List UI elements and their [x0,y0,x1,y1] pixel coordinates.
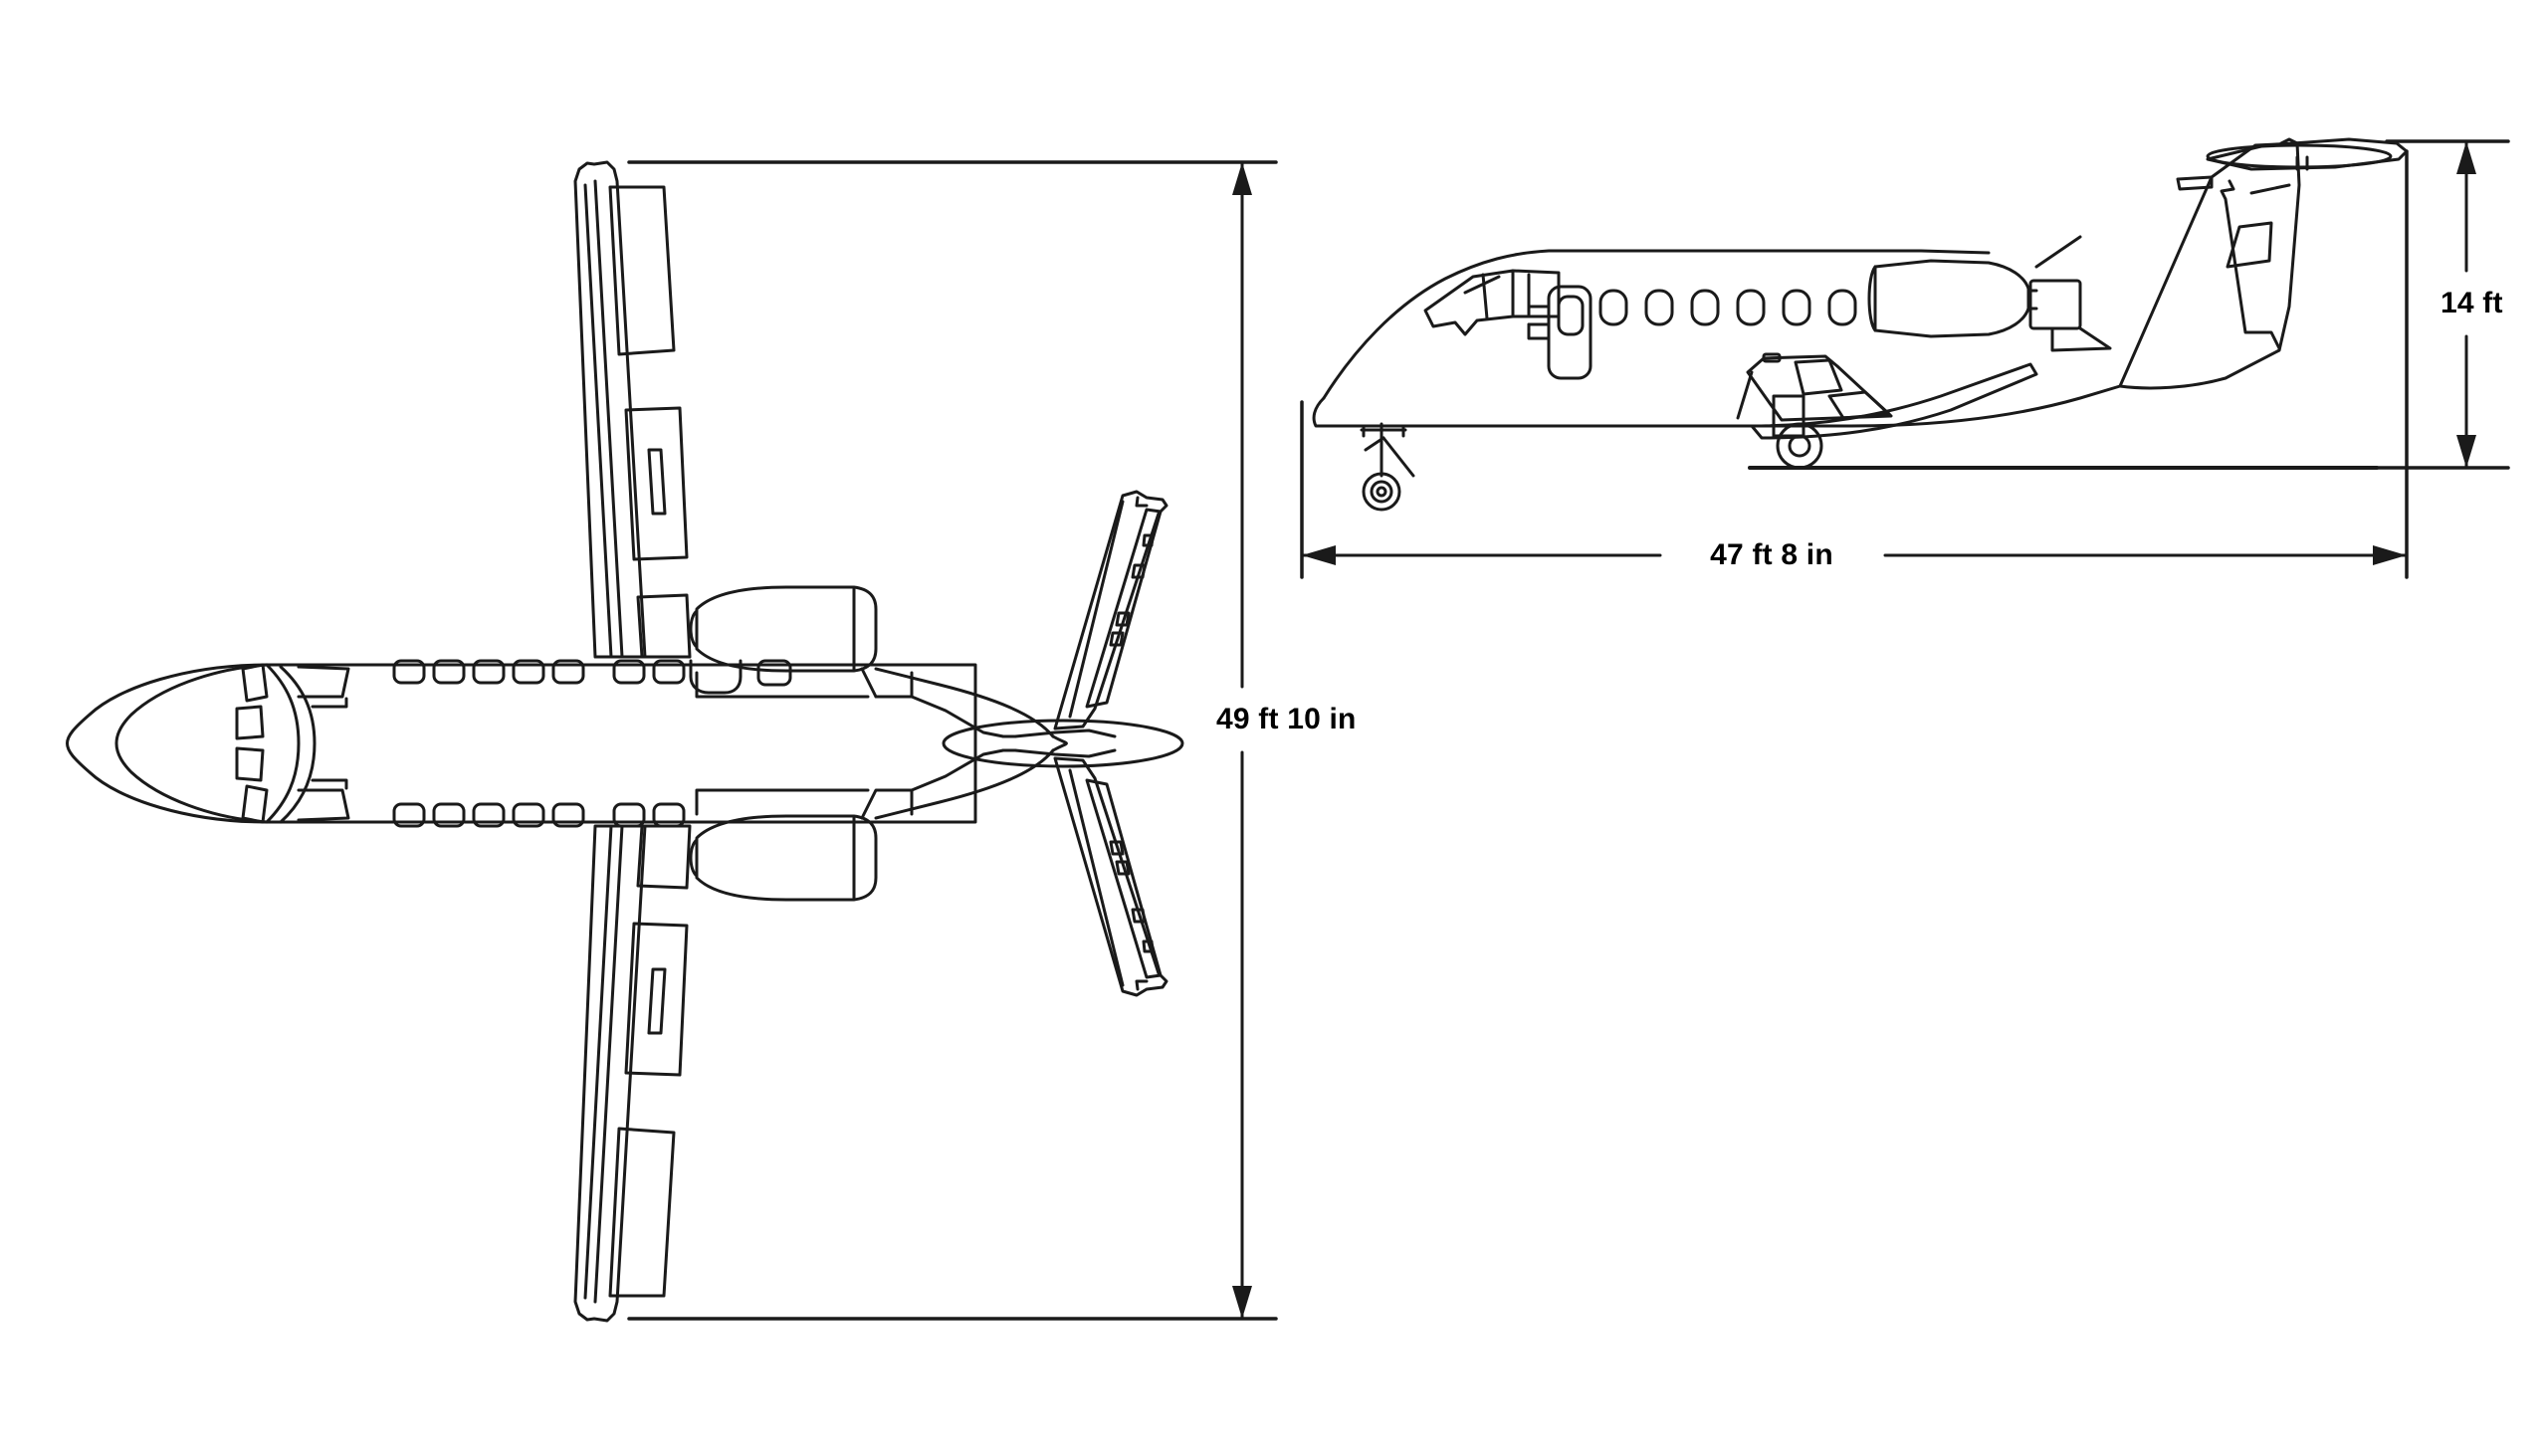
spoiler-panel-forward [1794,358,1843,396]
right-wing-fence [647,967,667,1035]
left-wing-fence [647,448,667,516]
side-view-cabin-windows [1598,289,1857,326]
rudder-panel [2226,221,2273,269]
top-view-engine-pylons [910,695,1005,792]
door-window [1557,295,1585,336]
top-view-cockpit-windscreen [235,663,350,824]
top-view-horizontal-stabilizer-upper [1053,490,1168,730]
top-view-left-wing [573,160,692,659]
side-view-main-landing-gear [1772,394,1823,470]
length-arrow-right [2373,545,2407,565]
right-flap-outer [624,922,689,1077]
engine-exhaust [2028,279,2082,330]
top-view-fuselage [66,663,977,824]
engine-pylon-side [2050,326,2112,352]
right-flap-inner [636,824,692,890]
height-arrow-bottom [2456,435,2476,468]
side-view-entry-door [1527,285,1592,380]
wingspan-dimension-label: 49 ft 10 in [1216,703,1357,735]
top-view-cabin-windows-lower [392,802,686,828]
dimension-wingspan [627,160,1278,1321]
length-dimension-label: 47 ft 8 in [1710,538,1833,571]
top-view-horizontal-stabilizer-lower [1053,756,1168,997]
right-aileron [608,1127,676,1298]
left-aileron [608,185,676,356]
dimension-length [1300,149,2409,579]
side-view-group [1312,137,2409,512]
top-view-right-wing [573,824,692,1323]
top-view-group [66,160,1184,1323]
top-view-tailcone [874,667,1068,820]
side-view-fuselage [1312,249,2122,428]
height-arrow-top [2456,141,2476,174]
top-view-vertical-stabilizer [942,719,1184,768]
left-flap-outer [624,406,689,561]
side-view-nose-landing-gear [1360,422,1415,512]
fin-fairing-strip [2176,175,2214,191]
spoiler-panel-aft [1827,390,1891,420]
length-arrow-left [1302,545,1336,565]
top-view-left-engine-nacelle [689,585,914,699]
left-flap-inner [636,593,692,659]
side-view-vertical-stabilizer [2118,141,2301,390]
top-view-cabin-windows-upper [392,659,792,695]
height-dimension-label: 14 ft [2441,287,2503,319]
stabilizer-antenna [2279,137,2299,145]
wingspan-arrow-bottom [1232,1286,1252,1319]
emergency-exit-upper [689,659,743,695]
wingspan-arrow-top [1232,162,1252,195]
dimension-height [2218,139,2510,470]
side-view-engine-nacelle [1867,235,2112,352]
top-view-right-engine-nacelle [689,788,914,902]
wing-root-fairing [1746,354,1893,422]
side-view-horizontal-stabilizer [2206,137,2409,171]
